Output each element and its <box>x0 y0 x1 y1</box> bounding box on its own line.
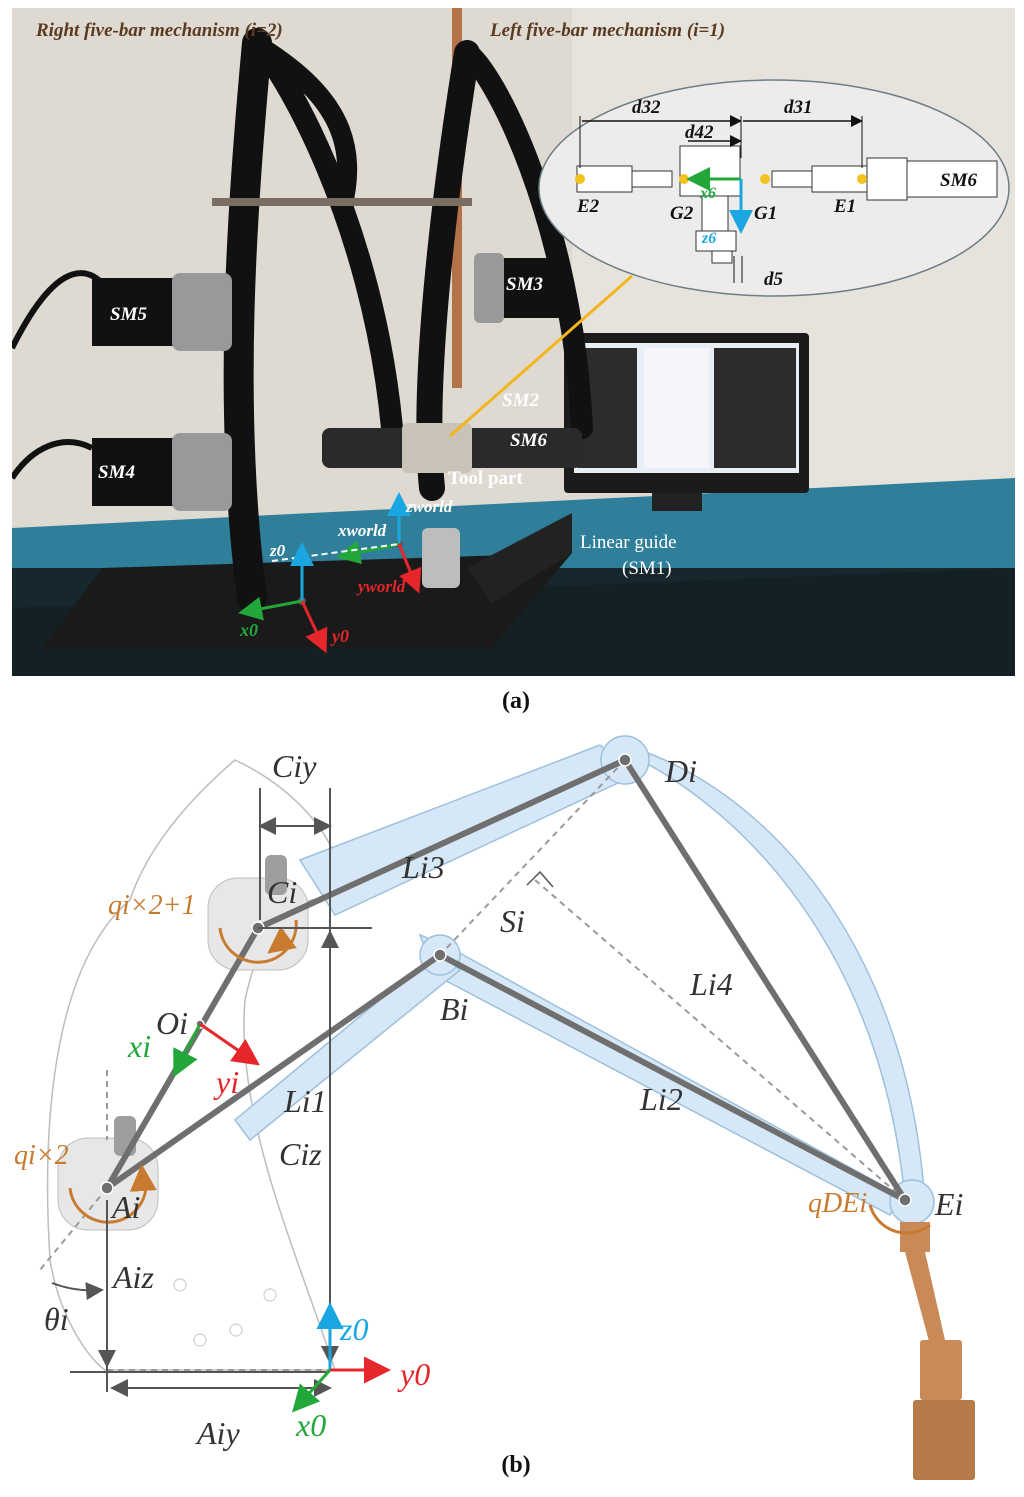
screen-graph-right <box>714 348 796 468</box>
label-li1: Li1 <box>283 1083 327 1119</box>
base-plate-outline <box>46 759 342 1371</box>
inset-label-g1: G1 <box>754 203 777 224</box>
inset-pointer <box>449 274 633 438</box>
label-q-lower: qi×2 <box>14 1140 69 1171</box>
label-xi: xi <box>127 1028 151 1064</box>
label-sm6-photo: SM6 <box>510 430 547 451</box>
label-ci: Ci <box>267 874 297 910</box>
cross-bar <box>212 198 472 206</box>
label-sm5: SM5 <box>110 304 147 325</box>
label-z-world: zworld <box>405 497 453 516</box>
joint-angle-arc-e <box>868 1204 931 1235</box>
x0-arrow-b <box>291 1368 332 1413</box>
label-si: Si <box>500 903 525 939</box>
schematic-panel: Ciy Ci Li3 Si Di Li4 Bi Oi Li1 Li2 Ciz A… <box>0 700 1024 1492</box>
label-linear-guide-sm1: (SM1) <box>622 558 672 579</box>
tool-cylinder <box>422 528 460 588</box>
y0-arrow <box>300 600 328 654</box>
motor-shaft-upper <box>265 855 287 895</box>
inset-label-e1: E1 <box>833 196 856 217</box>
motor-sm3 <box>474 253 562 323</box>
link-bodies <box>233 735 935 1225</box>
label-y0-b: y0 <box>397 1356 430 1392</box>
monitor-stand <box>652 493 702 511</box>
label-qdei: qDEi <box>808 1188 867 1219</box>
xi-arrow <box>173 1023 202 1078</box>
inset-label-g2: G2 <box>670 203 694 224</box>
end-effector-tool-part <box>402 423 472 473</box>
caption-b: (b) <box>501 1452 531 1478</box>
x0-arrow <box>238 596 303 621</box>
motor-sm4 <box>92 433 232 511</box>
label-bi: Bi <box>440 991 468 1027</box>
inset-label-sm6: SM6 <box>940 170 977 191</box>
title-right-mechanism: Right five-bar mechanism (i=2) <box>35 20 283 41</box>
label-theta: θi <box>44 1301 69 1337</box>
kinematic-schematic: Ciy Ci Li3 Si Di Li4 Bi Oi Li1 Li2 Ciz A… <box>14 735 975 1480</box>
label-li3: Li3 <box>401 849 445 885</box>
inset-label-d42: d42 <box>685 122 714 143</box>
inset-label-e2: E2 <box>576 196 600 217</box>
yi-arrow <box>199 1022 260 1066</box>
joint-angle-arrow-upper <box>267 926 297 954</box>
label-sm2: SM2 <box>502 390 539 411</box>
label-ei: Ei <box>934 1186 963 1222</box>
joint-angle-arc-lower <box>68 1179 148 1224</box>
label-li2: Li2 <box>639 1081 683 1117</box>
cable-bottom <box>12 439 94 480</box>
label-oi: Oi <box>156 1005 188 1041</box>
inset-label-z6: z6 <box>701 230 716 247</box>
inset-label-x6: x6 <box>699 185 716 202</box>
base-plate-holes <box>173 1278 277 1347</box>
label-y-world: yworld <box>356 577 406 596</box>
label-z0-photo: z0 <box>269 541 286 560</box>
motor-shaft-lower <box>114 1116 136 1156</box>
label-aiy: Aiy <box>195 1415 240 1451</box>
label-sm4: SM4 <box>98 462 135 483</box>
y-world-arrow <box>397 543 422 594</box>
photo-overlays: Right five-bar mechanism (i=2) Left five… <box>35 20 1010 654</box>
label-z0-b: z0 <box>339 1311 368 1347</box>
inset-label-d5: d5 <box>764 269 784 290</box>
label-sm3: SM3 <box>506 274 543 295</box>
label-y0-photo: y0 <box>330 626 349 646</box>
screen-3d-view <box>644 348 709 468</box>
inset-label-d32: d32 <box>632 97 661 118</box>
label-ciy: Ciy <box>272 748 317 784</box>
right-mechanism <box>223 28 403 613</box>
label-linear-guide: Linear guide <box>580 532 677 553</box>
label-ciz: Ciz <box>279 1136 322 1172</box>
label-ai: Ai <box>110 1189 140 1225</box>
label-aiz: Aiz <box>111 1259 154 1295</box>
caption-a: (a) <box>502 688 530 714</box>
inset-ellipse <box>538 79 1010 297</box>
dimension-lines <box>70 788 372 1397</box>
title-left-mechanism: Left five-bar mechanism (i=1) <box>489 20 725 41</box>
construction-lines <box>39 759 906 1371</box>
label-li4: Li4 <box>689 966 733 1002</box>
label-x-world: xworld <box>337 521 387 540</box>
inset-label-d31: d31 <box>784 97 813 118</box>
right-angle-mark <box>526 870 554 888</box>
x-world-arrow <box>336 540 400 565</box>
joint-angle-arrow-lower <box>129 1164 157 1192</box>
label-di: Di <box>664 753 697 789</box>
label-tool-part: Tool part <box>448 468 523 489</box>
label-x0-b: x0 <box>295 1407 326 1443</box>
label-yi: yi <box>213 1064 239 1100</box>
linear-guide-block <box>467 513 572 603</box>
motor-sm5 <box>92 273 232 351</box>
photo-panel: Right five-bar mechanism (i=2) Left five… <box>12 8 1015 676</box>
label-x0-photo: x0 <box>239 620 258 640</box>
label-q-upper: qi×2+1 <box>108 890 196 921</box>
copper-tool <box>900 1222 975 1480</box>
inset-drawing <box>575 115 998 283</box>
theta-arc <box>51 1282 104 1301</box>
cable-top <box>12 270 105 350</box>
